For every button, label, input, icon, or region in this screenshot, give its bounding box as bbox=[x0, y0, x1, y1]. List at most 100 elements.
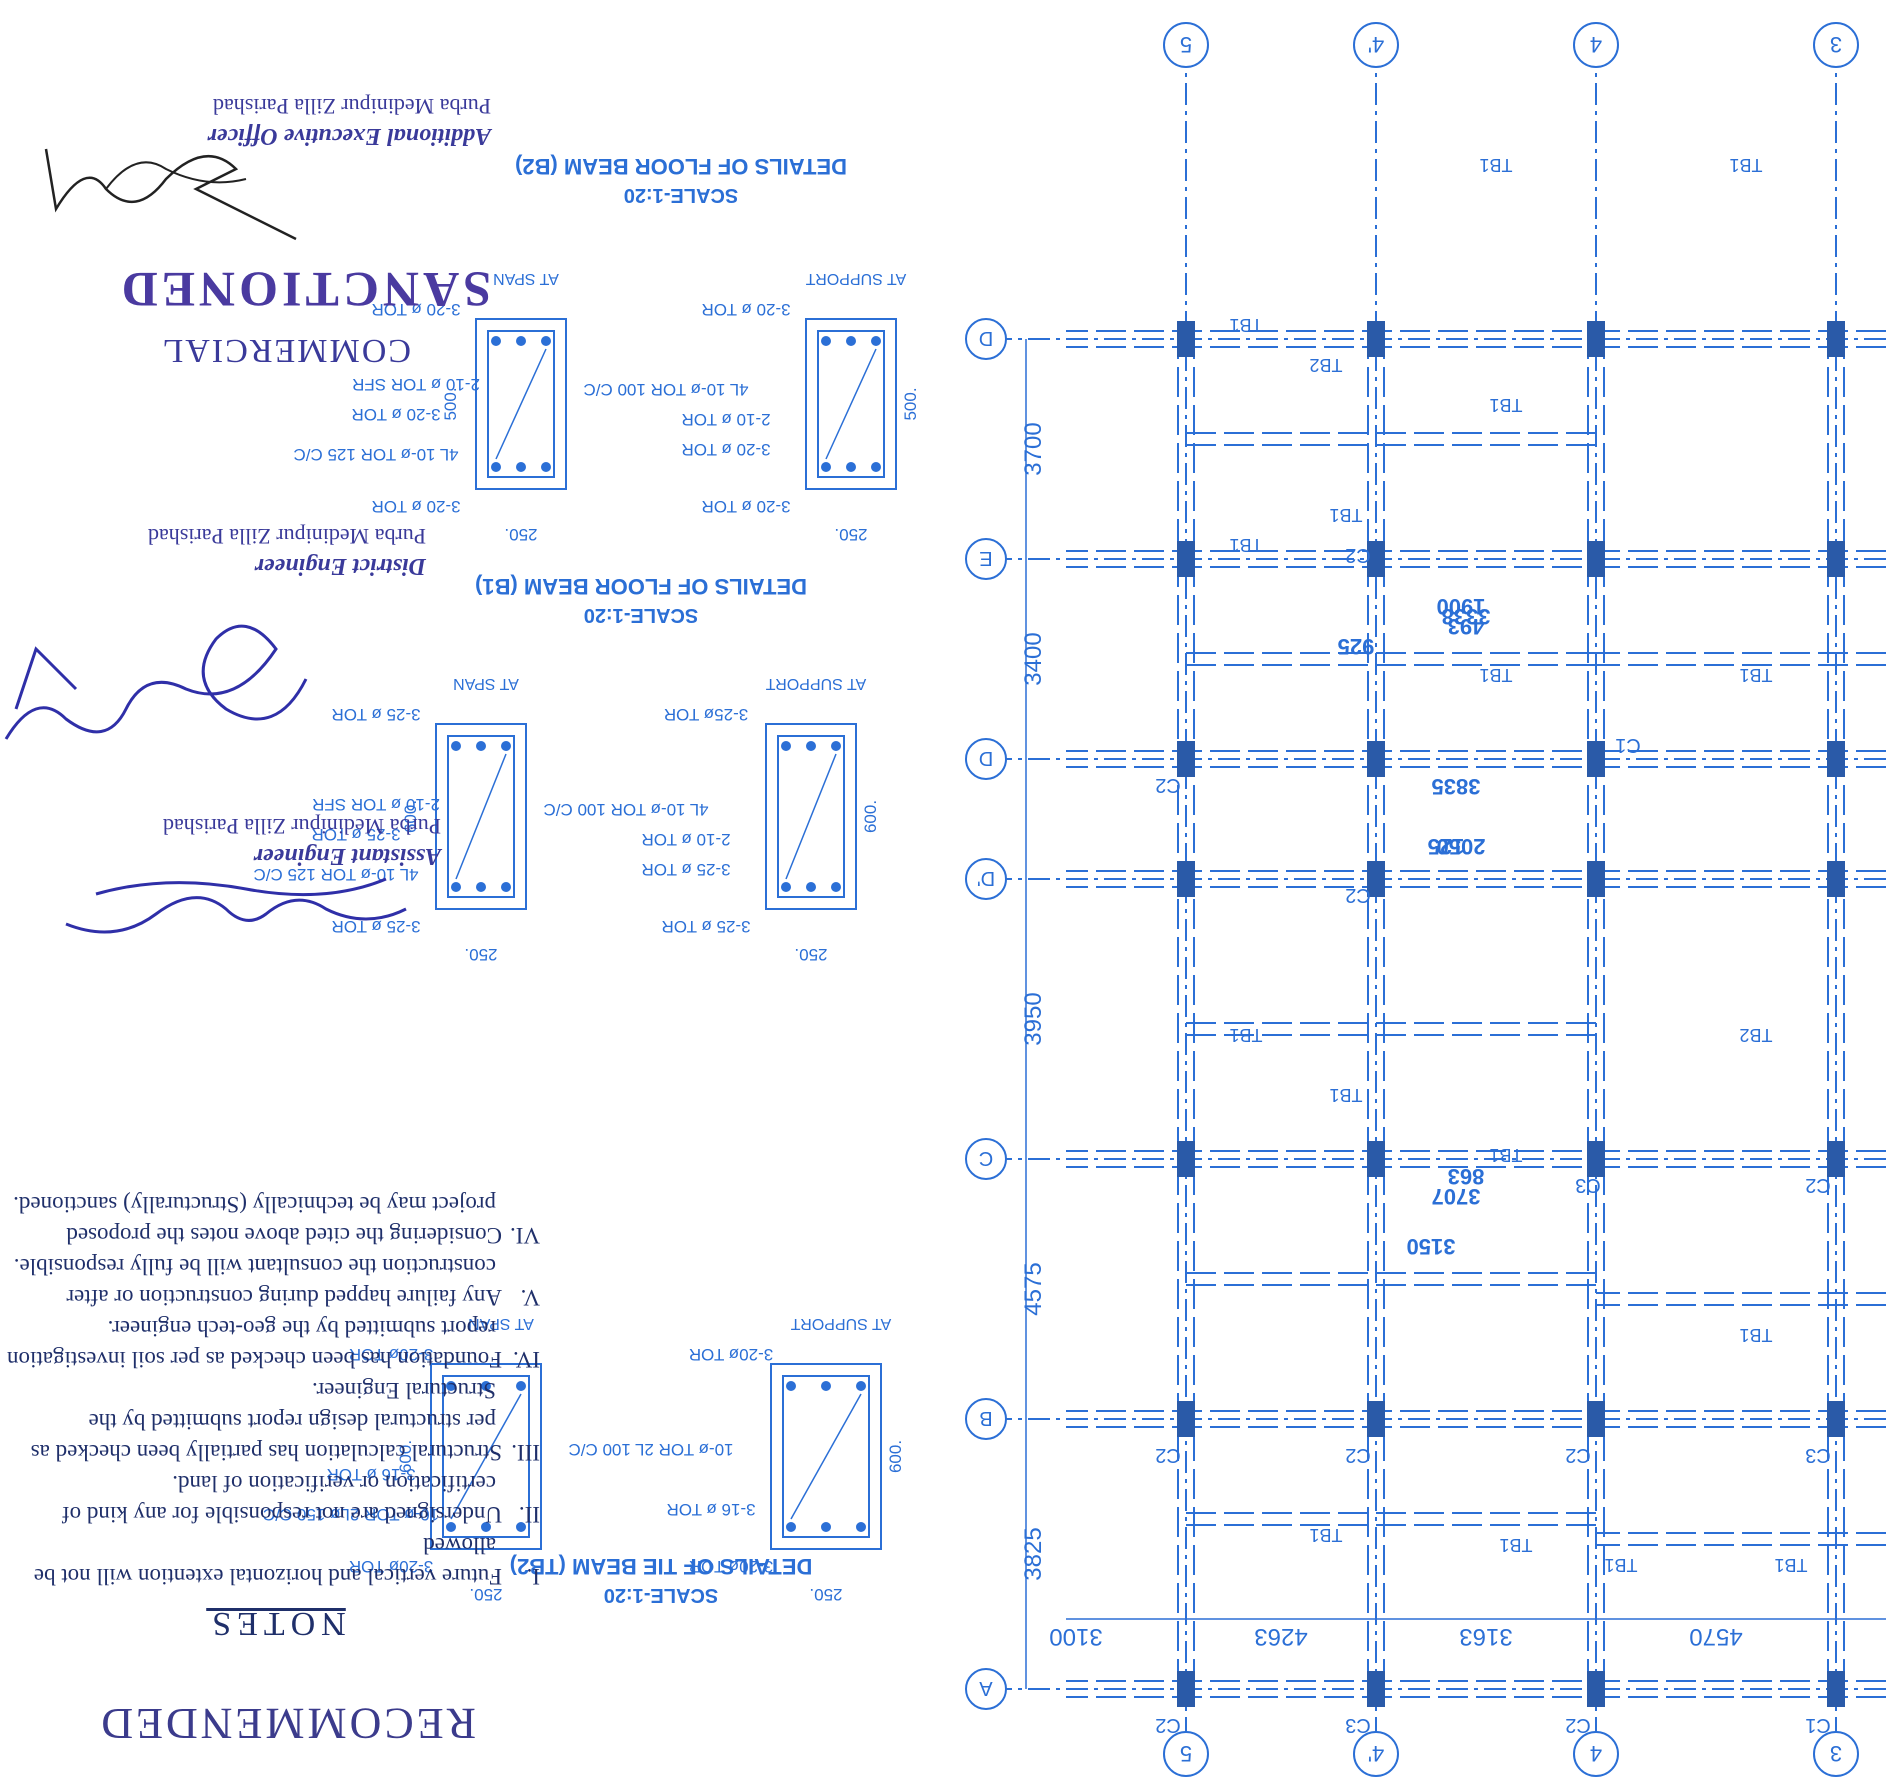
grid-label: C bbox=[979, 1147, 993, 1169]
support-extra-bars: 3-16 ø TOR bbox=[666, 1500, 755, 1519]
span-section bbox=[435, 723, 527, 910]
column bbox=[1177, 321, 1195, 357]
rebar-dot bbox=[871, 462, 881, 472]
column-label: C2 bbox=[1565, 1714, 1591, 1736]
rebar-dot bbox=[786, 1381, 796, 1391]
column bbox=[1177, 1401, 1195, 1437]
rebar-dot bbox=[786, 1522, 796, 1532]
beam-label: TB2 bbox=[1309, 355, 1342, 375]
grid-bubble bbox=[965, 1398, 1007, 1440]
detail-title: DETAILS OF FLOOR BEAM (B2) bbox=[515, 154, 847, 179]
tie-line bbox=[450, 1393, 522, 1520]
column bbox=[1827, 741, 1845, 777]
grid-label: A bbox=[979, 1677, 993, 1699]
x-dimension: 3163 bbox=[1459, 1623, 1512, 1650]
column-label: C2 bbox=[1155, 1714, 1181, 1736]
tie-line bbox=[790, 1393, 862, 1520]
support-top-bars: 3-20 ø TOR bbox=[701, 300, 790, 319]
rebar-dot bbox=[476, 741, 486, 751]
support-section bbox=[770, 1363, 882, 1550]
rebar-dot bbox=[446, 1381, 456, 1391]
section-depth: 600. bbox=[396, 1440, 415, 1473]
inner-dimension: 125 bbox=[1428, 834, 1465, 859]
beam-label: TB1 bbox=[1489, 1145, 1522, 1165]
signature-aeo bbox=[44, 148, 297, 241]
beam-label: TB1 bbox=[1774, 1555, 1807, 1575]
grid-label: D' bbox=[977, 867, 995, 889]
section-width: 250. bbox=[464, 945, 497, 964]
inner-dimension: 2050 bbox=[1437, 834, 1486, 859]
section-depth: 600. bbox=[401, 800, 420, 833]
support-section-stirrup bbox=[817, 330, 885, 478]
tie-line bbox=[785, 753, 837, 880]
section-depth: 500. bbox=[901, 387, 920, 420]
section-depth: 500. bbox=[441, 387, 460, 420]
rebar-dot bbox=[446, 1522, 456, 1532]
rebar-dot bbox=[516, 462, 526, 472]
plan-labels: 33444'4'55ABCD'DED4570316342633100382545… bbox=[965, 22, 1859, 1777]
grid-label: 5 bbox=[1180, 32, 1192, 57]
span-bottom-bars: 3-25 ø TOR bbox=[331, 917, 420, 936]
signature-de bbox=[4, 624, 308, 740]
grid-bubble bbox=[965, 538, 1007, 580]
beam-label: TB1 bbox=[1229, 1025, 1262, 1045]
grid-bubble bbox=[1573, 1731, 1619, 1777]
beam-label: TB2 bbox=[1739, 1025, 1772, 1045]
at-span-label: AT SPAN bbox=[493, 270, 559, 287]
rebar-dot bbox=[501, 882, 511, 892]
grid-bubble bbox=[1163, 1731, 1209, 1777]
column bbox=[1827, 1401, 1845, 1437]
grid-bubble bbox=[1573, 22, 1619, 68]
grid-label: 5 bbox=[1180, 1741, 1192, 1766]
rebar-dot bbox=[856, 1381, 866, 1391]
column bbox=[1367, 1401, 1385, 1437]
rebar-dot bbox=[821, 1381, 831, 1391]
beam-label: TB1 bbox=[1739, 665, 1772, 685]
grid-bubble bbox=[965, 738, 1007, 780]
rebar-dot bbox=[781, 882, 791, 892]
span-section bbox=[475, 318, 567, 490]
y-dimension: 3825 bbox=[1020, 1527, 1047, 1580]
support-stirrups: 4L 10-ø TOR 100 C/C bbox=[543, 800, 708, 819]
beam-label: TB1 bbox=[1229, 315, 1262, 335]
grid-label: 3 bbox=[1830, 1741, 1842, 1766]
detail-scale: SCALE-1:20 bbox=[624, 184, 738, 206]
column-label: C3 bbox=[1575, 1174, 1601, 1196]
inner-dimension: 3835 bbox=[1432, 774, 1481, 799]
column bbox=[1827, 541, 1845, 577]
rebar-dot bbox=[806, 882, 816, 892]
rebar-dot bbox=[481, 1381, 491, 1391]
rebar-dot bbox=[451, 882, 461, 892]
rebar-dot bbox=[541, 462, 551, 472]
beam-label: TB1 bbox=[1739, 1325, 1772, 1345]
column-label: C2 bbox=[1155, 774, 1181, 796]
column bbox=[1177, 861, 1195, 897]
rebar-dot bbox=[806, 741, 816, 751]
column bbox=[1177, 741, 1195, 777]
x-dimension: 4570 bbox=[1689, 1623, 1742, 1650]
column bbox=[1587, 1401, 1605, 1437]
y-dimension: 3700 bbox=[1020, 422, 1047, 475]
span-top-bars: 3-20 ø TOR bbox=[371, 300, 460, 319]
support-section-stirrup bbox=[777, 735, 845, 898]
grid-bubble bbox=[1353, 22, 1399, 68]
at-support-label: AT SUPPORT bbox=[791, 1315, 892, 1332]
column bbox=[1177, 1671, 1195, 1707]
inner-dimension: 3338 bbox=[1442, 604, 1491, 629]
column-label: C2 bbox=[1345, 544, 1371, 566]
span-section-stirrup bbox=[487, 330, 555, 478]
tie-line bbox=[495, 348, 547, 460]
inner-dimension: 863 bbox=[1448, 1164, 1485, 1189]
beam-label: TB1 bbox=[1499, 1535, 1532, 1555]
column bbox=[1827, 321, 1845, 357]
section-width: 250. bbox=[834, 525, 867, 544]
grid-bubble bbox=[1353, 1731, 1399, 1777]
beam-label: TB1 bbox=[1729, 155, 1762, 175]
span-bottom-bars: 3-20ø TOR bbox=[349, 1557, 433, 1576]
column bbox=[1587, 321, 1605, 357]
column bbox=[1177, 541, 1195, 577]
column-label: C2 bbox=[1565, 1444, 1591, 1466]
support-stirrups: 4L 10-ø TOR 100 C/C bbox=[583, 380, 748, 399]
